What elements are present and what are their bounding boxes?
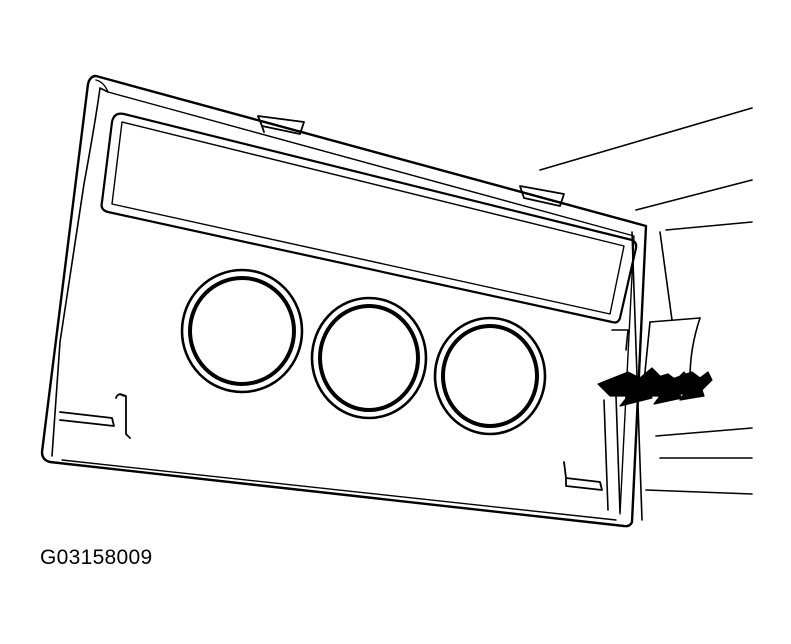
control-knob-center bbox=[310, 296, 428, 420]
clip-slot-left bbox=[59, 393, 131, 439]
control-knob-left bbox=[180, 268, 304, 394]
top-clip-left bbox=[257, 115, 305, 135]
clip-slot-right bbox=[563, 461, 603, 491]
triple-right-arrow-icon bbox=[597, 367, 713, 407]
panel-outer bbox=[40, 74, 648, 528]
top-clip-right bbox=[519, 185, 565, 207]
figure-code: G03158009 bbox=[40, 546, 153, 569]
control-knob-right bbox=[433, 316, 547, 436]
edge-clip bbox=[603, 329, 629, 513]
display-window bbox=[100, 112, 638, 324]
dashboard-background-lines bbox=[539, 107, 753, 521]
